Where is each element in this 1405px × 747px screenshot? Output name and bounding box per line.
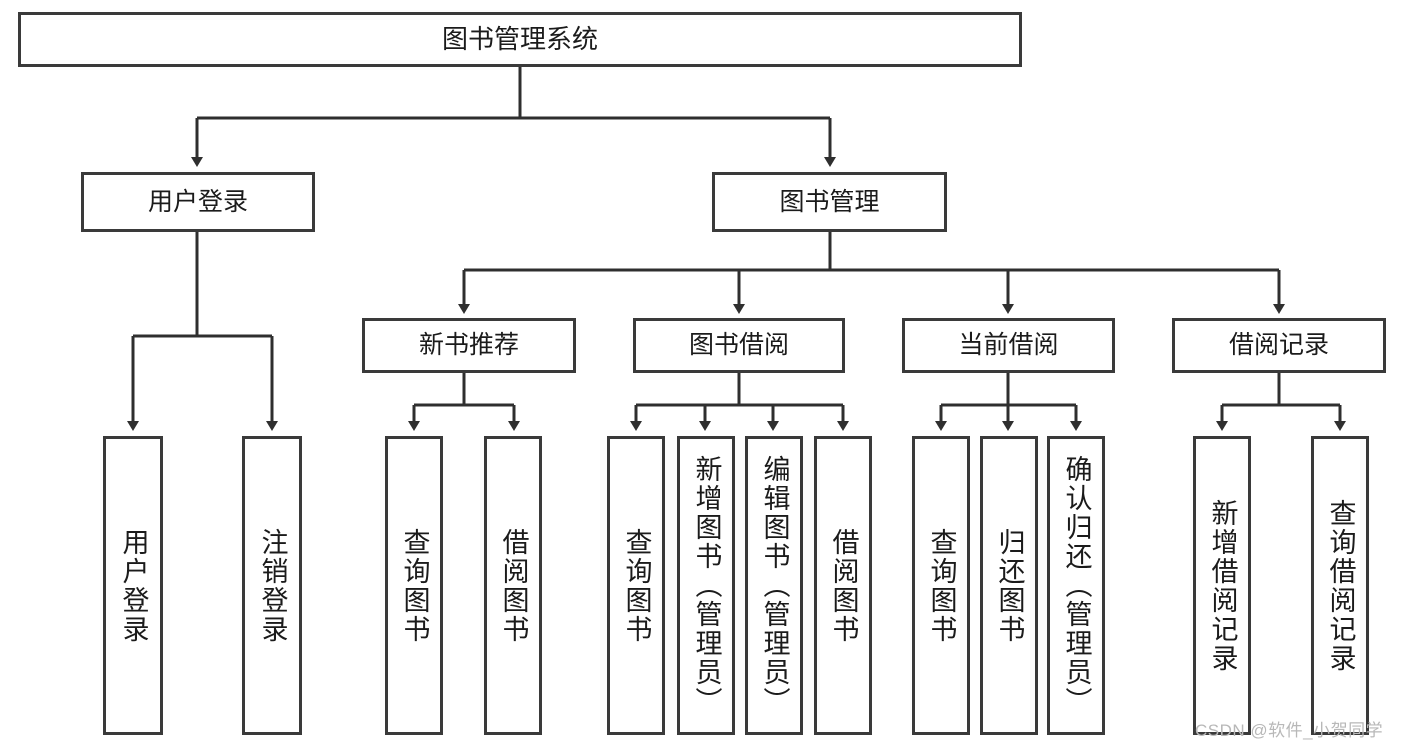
node-leaf-logout-label: 注销登录 — [257, 527, 288, 644]
watermark-text: CSDN @软件_小贺同学 — [1195, 721, 1384, 740]
node-leaf-edit-book-admin[interactable]: 编辑图书（管理员） — [745, 436, 803, 735]
node-book-borrow[interactable]: 图书借阅 — [633, 318, 845, 373]
node-leaf-return-books-label: 归还图书 — [994, 527, 1025, 644]
node-new-book-recommend-label: 新书推荐 — [418, 331, 519, 359]
node-root[interactable]: 图书管理系统 — [18, 12, 1022, 67]
node-borrow-records[interactable]: 借阅记录 — [1172, 318, 1386, 373]
node-leaf-user-login[interactable]: 用户登录 — [103, 436, 163, 735]
node-root-label: 图书管理系统 — [441, 24, 598, 55]
node-new-book-recommend[interactable]: 新书推荐 — [362, 318, 576, 373]
node-current-borrow-label: 当前借阅 — [958, 331, 1059, 359]
node-user-login-label: 用户登录 — [147, 187, 248, 216]
node-leaf-query-books-new-label: 查询图书 — [399, 527, 430, 644]
node-user-login[interactable]: 用户登录 — [81, 172, 315, 232]
node-leaf-logout[interactable]: 注销登录 — [242, 436, 302, 735]
node-leaf-borrow-books-label: 借阅图书 — [828, 527, 859, 644]
node-leaf-edit-book-admin-label: 编辑图书（管理员） — [759, 455, 790, 716]
node-current-borrow[interactable]: 当前借阅 — [902, 318, 1115, 373]
node-leaf-confirm-return-admin-label: 确认归还（管理员） — [1061, 455, 1092, 716]
node-leaf-query-borrow-record-label: 查询借阅记录 — [1325, 498, 1356, 673]
node-leaf-confirm-return-admin[interactable]: 确认归还（管理员） — [1047, 436, 1105, 735]
node-leaf-return-books[interactable]: 归还图书 — [980, 436, 1038, 735]
node-leaf-query-books-current[interactable]: 查询图书 — [912, 436, 970, 735]
node-borrow-records-label: 借阅记录 — [1228, 331, 1329, 359]
node-leaf-query-books-current-label: 查询图书 — [926, 527, 957, 644]
node-leaf-add-borrow-record[interactable]: 新增借阅记录 — [1193, 436, 1251, 735]
node-leaf-query-borrow-record[interactable]: 查询借阅记录 — [1311, 436, 1369, 735]
node-leaf-query-books-new[interactable]: 查询图书 — [385, 436, 443, 735]
node-leaf-add-book-admin[interactable]: 新增图书（管理员） — [677, 436, 735, 735]
node-leaf-query-books-borrow[interactable]: 查询图书 — [607, 436, 665, 735]
node-leaf-borrow-books-new-label: 借阅图书 — [498, 527, 529, 644]
node-leaf-borrow-books[interactable]: 借阅图书 — [814, 436, 872, 735]
node-book-management-label: 图书管理 — [779, 187, 880, 216]
node-leaf-add-borrow-record-label: 新增借阅记录 — [1207, 498, 1238, 673]
node-leaf-add-book-admin-label: 新增图书（管理员） — [691, 455, 722, 716]
node-leaf-borrow-books-new[interactable]: 借阅图书 — [484, 436, 542, 735]
node-book-borrow-label: 图书借阅 — [688, 331, 789, 359]
node-leaf-user-login-label: 用户登录 — [118, 527, 149, 644]
node-leaf-query-books-borrow-label: 查询图书 — [621, 527, 652, 644]
node-book-management[interactable]: 图书管理 — [712, 172, 947, 232]
